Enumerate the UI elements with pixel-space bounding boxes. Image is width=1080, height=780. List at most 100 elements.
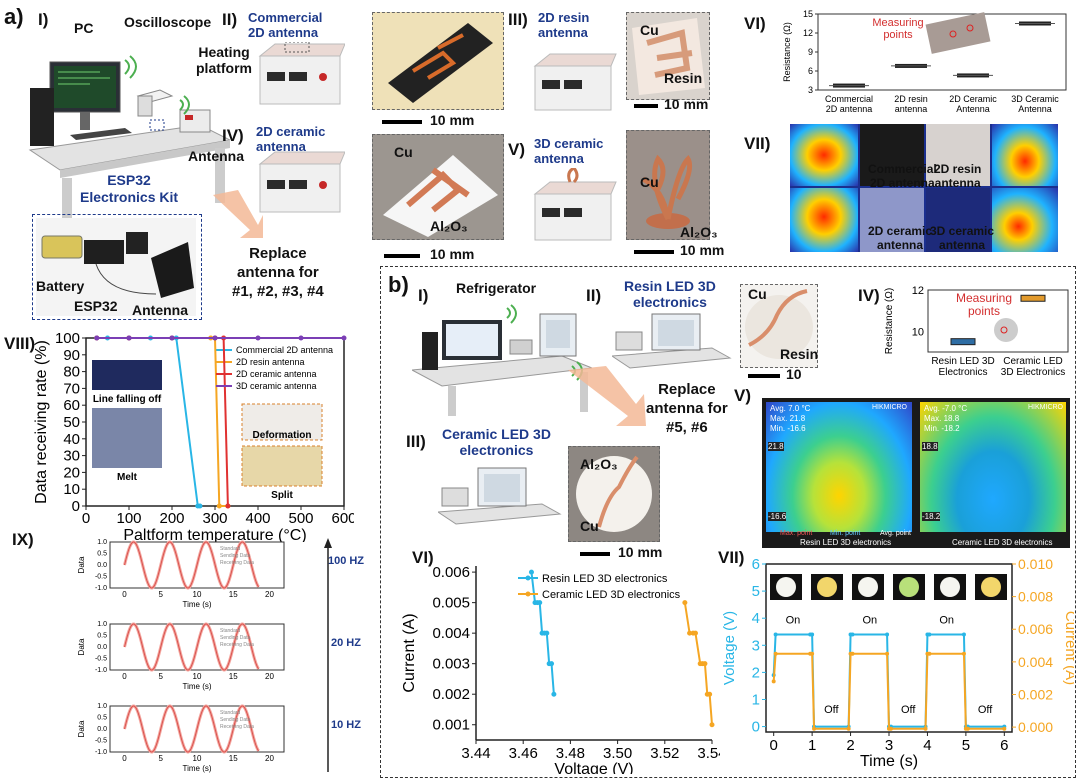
legend-label: Ceramic LED 3D electronics <box>542 589 681 601</box>
receiving-data-line <box>124 623 260 671</box>
data-point <box>810 651 815 656</box>
data-point <box>212 335 218 341</box>
a-IV-label: IV) <box>222 126 244 145</box>
b-VI-label: VI) <box>412 548 434 567</box>
thermal-ceramic-min: Min. -18.2 <box>924 424 960 433</box>
scale-bar-b-iii <box>580 552 610 556</box>
data-point <box>810 632 815 637</box>
thermal-ceramic-brand: HIKMICRO <box>1028 404 1063 411</box>
y-axis-label: Data <box>77 556 86 573</box>
scale-bar-a-iii <box>634 104 658 108</box>
legend-label: Standard <box>220 628 241 634</box>
x-tick-label: 0 <box>122 672 127 681</box>
pc-label: PC <box>74 20 94 36</box>
x-tick-label: 600 <box>331 510 354 527</box>
y-tick-label: 0.0 <box>97 562 107 569</box>
data-point <box>551 691 557 697</box>
resin-led-label: Resin LED 3D electronics <box>624 278 716 310</box>
resin-2d-antenna-photo <box>626 12 710 100</box>
ceramic-led-photo <box>568 446 660 542</box>
measuring-points-inset <box>925 12 991 54</box>
scale-bar-a-v <box>634 250 674 254</box>
thermal-label-commercial: Commercial 2D antenna <box>868 162 937 190</box>
replace-antenna-a-label: Replace antenna for #1, #2, #3, #4 <box>232 245 324 300</box>
y2-tick-label: 0.004 <box>1018 654 1053 670</box>
data-point <box>549 661 555 667</box>
oscilloscope-label: Oscilloscope <box>124 14 212 30</box>
data-point <box>702 661 708 667</box>
thermal-ceramic-bottom <box>790 188 858 252</box>
thermal-resin-scale-top: 21.8 <box>768 442 784 451</box>
x-tick-label: 400 <box>245 510 270 527</box>
data-point <box>528 569 534 575</box>
data-point <box>885 632 890 637</box>
legend-marker <box>525 591 531 597</box>
y-tick-label: 9 <box>808 47 813 57</box>
iv-chart: 3.443.463.483.503.523.540.0010.0020.0030… <box>401 564 720 774</box>
b-I-label: I) <box>418 286 429 305</box>
battery-label: Battery <box>36 278 85 294</box>
y-axis-label: Data <box>77 720 86 737</box>
y-tick-label: 6 <box>808 66 813 76</box>
frequency-label: 10 HZ <box>331 719 361 731</box>
x-tick-label: 5 <box>159 672 164 681</box>
legend-label: Commercial 2D antenna <box>236 345 333 355</box>
thermal-legend-max: Max. point <box>780 530 813 537</box>
measuring-points-inset <box>994 318 1018 342</box>
y-tick-label: 60 <box>63 397 80 414</box>
thermal-ceramic-avg: Avg. -7.0 °C <box>924 404 968 413</box>
inset-split <box>241 445 323 487</box>
y-tick-label: 1 <box>752 691 760 708</box>
data-point <box>682 600 688 606</box>
thermal-label-ceramic2d: 2D ceramic antenna <box>868 224 933 252</box>
data-point <box>961 632 966 637</box>
antenna-label: Antenna <box>188 148 244 164</box>
data-point <box>126 335 132 341</box>
data-point <box>773 632 778 637</box>
thermal-legend-avg: Avg. point <box>880 530 912 537</box>
y-tick-label: 3 <box>808 85 813 95</box>
x-axis-label: Time (s) <box>182 682 211 691</box>
data-point <box>687 630 693 636</box>
thermal-resin-photo <box>926 124 990 186</box>
refrigerator-label: Refrigerator <box>456 280 537 296</box>
a-III-label: III) <box>508 10 528 29</box>
cu-label-a-v: Cu <box>640 174 659 190</box>
on-label: On <box>786 615 801 627</box>
data-point <box>850 632 855 637</box>
x-tick-label: 5 <box>962 737 970 754</box>
inset-deformation <box>241 403 323 441</box>
x-tick-label: 3.44 <box>461 745 490 762</box>
data-point <box>885 651 890 656</box>
scale-label-a-iii: 10 mm <box>664 96 709 112</box>
refrigerator-setup <box>412 304 593 416</box>
a-IX-label: IX) <box>12 530 34 549</box>
x-tick-label: 3 <box>885 737 893 754</box>
legend-label: Sending Data <box>220 553 251 559</box>
led-photo-disc <box>940 577 960 597</box>
thermal-ceramic-led <box>920 402 1066 532</box>
x-tick-label: 3.54 <box>697 745 720 762</box>
x-tick-label: 15 <box>229 590 238 599</box>
y-tick-label: 1.0 <box>97 621 107 628</box>
scale-bar-a-iv <box>384 254 420 258</box>
thermal-label-ceramic3d: 3D ceramic antenna <box>930 224 995 252</box>
measuring-point-marker <box>949 30 957 38</box>
y-tick-label: 12 <box>803 28 813 38</box>
data-point <box>850 651 855 656</box>
a-VIII-label: VIII) <box>4 334 36 353</box>
data-point <box>927 632 932 637</box>
thermal-resin-max: Max. 21.8 <box>770 414 806 423</box>
y-axis-label: Data <box>77 638 86 655</box>
thermal-ceramic2d-photo <box>860 188 924 252</box>
data-point <box>298 335 304 341</box>
